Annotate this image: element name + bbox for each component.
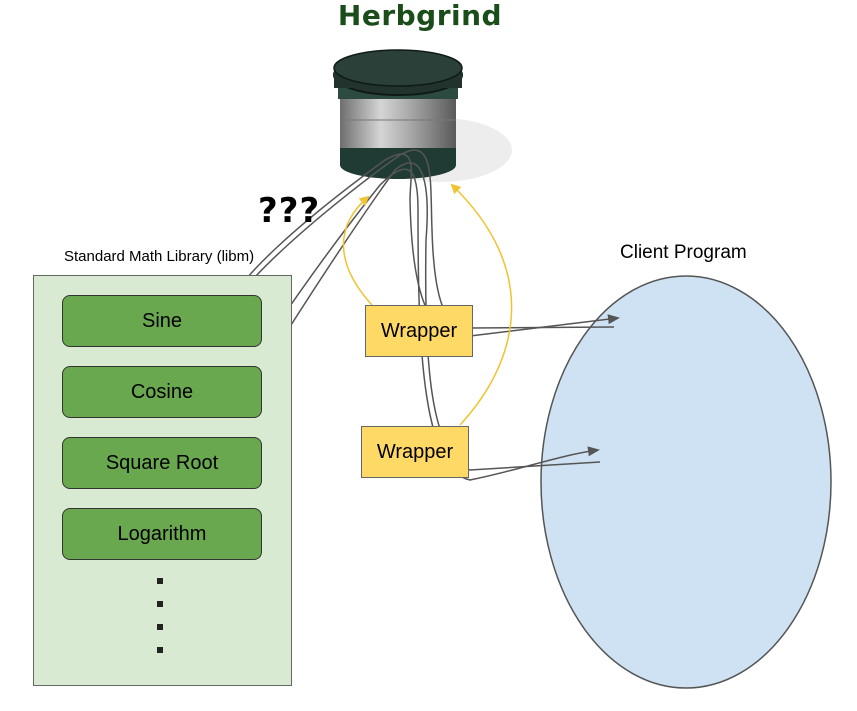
diagram-title: Herbgrind (337, 0, 503, 32)
question-marks: ??? (258, 191, 321, 231)
client-program-ellipse (540, 275, 832, 689)
wrapper-box-1: Wrapper (365, 305, 473, 357)
herb-grinder-icon (333, 49, 512, 182)
function-square-root: Square Root (62, 437, 262, 489)
function-cosine: Cosine (62, 366, 262, 418)
function-logarithm: Logarithm (62, 508, 262, 560)
ellipsis-dot (157, 624, 163, 630)
wrapper-paths (342, 183, 513, 426)
client-program-label: Client Program (620, 242, 747, 263)
wrapper-box-2: Wrapper (361, 426, 469, 478)
ellipsis-dot (157, 647, 163, 653)
ellipsis-dot (157, 601, 163, 607)
wrapper-1-path (342, 195, 373, 306)
ellipsis-dot (157, 578, 163, 584)
wrapper-2-path (450, 183, 513, 426)
more-functions-ellipsis (152, 578, 172, 670)
library-label: Standard Math Library (libm) (64, 248, 255, 265)
function-sine: Sine (62, 295, 262, 347)
